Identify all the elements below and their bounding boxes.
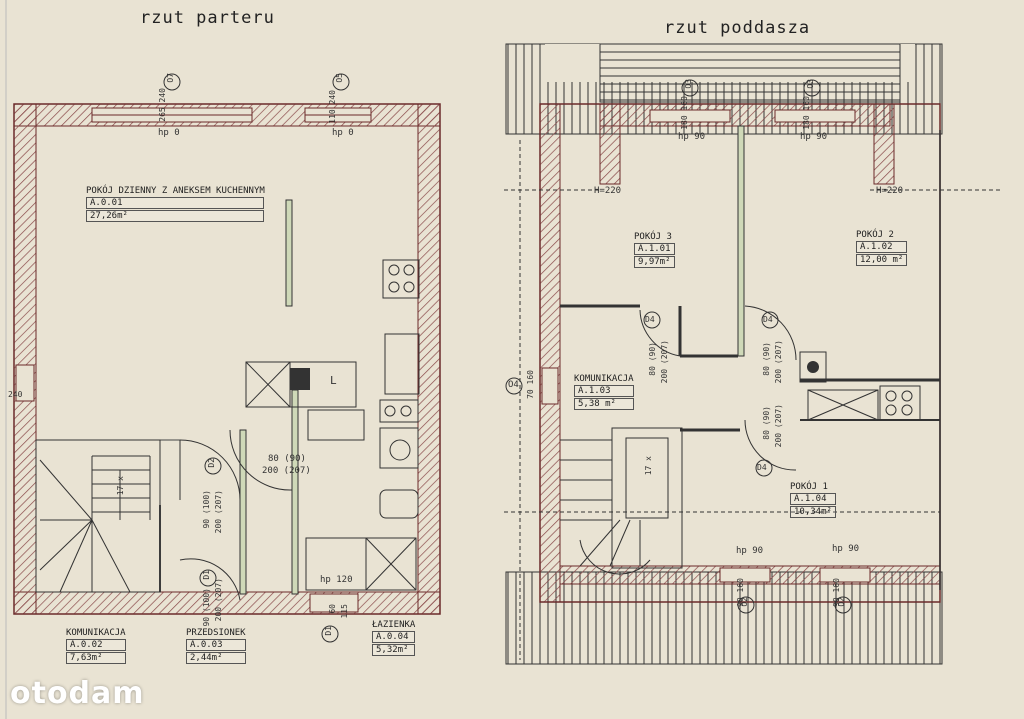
tag-o3a: O3 <box>684 79 693 89</box>
hp-label-2: hp 0 <box>332 128 354 138</box>
ground-floor-plan <box>13 103 441 615</box>
height-label-1: H=220 <box>594 186 622 196</box>
tag-o3b: O3 <box>806 79 815 89</box>
hp-label-7: hp 120 <box>320 575 353 585</box>
room-komunikacja1-area: 5,38 m² <box>574 398 634 410</box>
dim-window-o4: 70 160 <box>526 370 535 399</box>
room-przedsionek: PRZEDSIONEK A.0.03 2,44m² <box>186 628 246 664</box>
dim-entrance-b: 115 <box>340 604 349 619</box>
room-lazienka-area: 5,32m² <box>372 644 416 656</box>
hp-label-4: hp 90 <box>800 132 828 142</box>
attic-floor-plan <box>504 43 1000 665</box>
tag-o7: O7 <box>166 73 175 83</box>
hp-label-1: hp 0 <box>158 128 180 138</box>
room-komunikacja0: KOMUNIKACJA A.0.02 7,63m² <box>66 628 126 664</box>
room-pokoj1-code: A.1.04 <box>790 493 836 505</box>
otodam-logo: otodam <box>10 676 145 711</box>
room-komunikacja1-name: KOMUNIKACJA <box>574 374 634 384</box>
tag-circles <box>163 73 852 643</box>
dim-door-5a: 80 (90) <box>762 342 771 376</box>
room-living-name: POKÓJ DZIENNY Z ANEKSEM KUCHENNYM <box>86 186 265 196</box>
room-pokoj2-name: POKÓJ 2 <box>856 230 894 240</box>
room-living: POKÓJ DZIENNY Z ANEKSEM KUCHENNYM A.0.01… <box>86 186 265 222</box>
dim-window-o3b: 180 160 <box>802 96 811 130</box>
hp-label-6: hp 90 <box>832 544 860 554</box>
dim-window-left: 240 <box>8 390 23 399</box>
dim-door-1b: 200 (207) <box>262 466 311 476</box>
tag-d1b: D1 <box>324 626 333 636</box>
room-przedsionek-area: 2,44m² <box>186 652 246 664</box>
room-pokoj2-area: 12,00 m² <box>856 254 908 266</box>
room-pokoj3-code: A.1.01 <box>634 243 675 255</box>
dim-window-o5: 110 240 <box>328 90 337 124</box>
tag-d4a: D4 <box>645 315 655 324</box>
stairs-label-ground: 17 x <box>116 476 125 496</box>
tag-d4c: D4 <box>757 463 767 472</box>
dim-door-5b: 200 (207) <box>774 340 783 384</box>
dim-door-2b: 200 (207) <box>214 490 223 534</box>
dim-window-o7: 265 240 <box>158 88 167 122</box>
dim-window-o3a: 180 160 <box>680 96 689 130</box>
room-komunikacja0-name: KOMUNIKACJA <box>66 628 126 638</box>
room-pokoj2: POKÓJ 2 A.1.02 12,00 m² <box>856 230 908 266</box>
room-lazienka: ŁAZIENKA A.0.04 5,32m² <box>372 620 416 656</box>
dim-window-o2a: 90 160 <box>736 578 745 607</box>
room-pokoj1: POKÓJ 1 A.1.04 10,34m² <box>790 482 836 518</box>
room-pokoj1-area: 10,34m² <box>790 506 836 518</box>
tag-o4: O4 <box>508 380 519 390</box>
room-lazienka-code: A.0.04 <box>372 631 416 643</box>
dim-door-6a: 80 (90) <box>762 406 771 440</box>
attic-floor-title: rzut poddasza <box>664 18 811 38</box>
stairs-label-attic: 17 x <box>644 456 653 476</box>
height-label-2: H=220 <box>876 186 904 196</box>
hp-label-5: hp 90 <box>736 546 764 556</box>
dim-door-6b: 200 (207) <box>774 404 783 448</box>
dim-entrance-a: 60 <box>328 604 337 614</box>
room-lazienka-name: ŁAZIENKA <box>372 620 416 630</box>
room-pokoj3: POKÓJ 3 A.1.01 9,97m² <box>634 232 675 268</box>
room-living-code: A.0.01 <box>86 197 264 209</box>
room-przedsionek-code: A.0.03 <box>186 639 246 651</box>
room-pokoj1-name: POKÓJ 1 <box>790 482 828 492</box>
room-pokoj3-area: 9,97m² <box>634 256 675 268</box>
room-przedsionek-name: PRZEDSIONEK <box>186 628 246 638</box>
ground-floor-title: rzut parteru <box>140 8 275 28</box>
dim-door-1a: 80 (90) <box>268 454 306 464</box>
dim-door-4b: 200 (207) <box>660 340 669 384</box>
dim-door-3a: 90 (100) <box>202 588 211 627</box>
fridge-label: L <box>330 374 337 387</box>
tag-d1: D1 <box>202 570 211 580</box>
dim-window-o2b: 90 160 <box>832 578 841 607</box>
tag-d4b: D4 <box>763 315 773 324</box>
dim-door-2a: 90 (100) <box>202 490 211 529</box>
room-living-area: 27,26m² <box>86 210 264 222</box>
room-komunikacja0-code: A.0.02 <box>66 639 126 651</box>
tag-o5: O5 <box>335 73 344 83</box>
room-pokoj3-name: POKÓJ 3 <box>634 232 672 242</box>
room-komunikacja0-area: 7,63m² <box>66 652 126 664</box>
tag-d2: D2 <box>207 458 216 468</box>
room-pokoj2-code: A.1.02 <box>856 241 908 253</box>
dim-door-4a: 80 (90) <box>648 342 657 376</box>
room-komunikacja1: KOMUNIKACJA A.1.03 5,38 m² <box>574 374 634 410</box>
hp-label-3: hp 90 <box>678 132 706 142</box>
room-komunikacja1-code: A.1.03 <box>574 385 634 397</box>
dim-door-3b: 200 (207) <box>214 578 223 622</box>
